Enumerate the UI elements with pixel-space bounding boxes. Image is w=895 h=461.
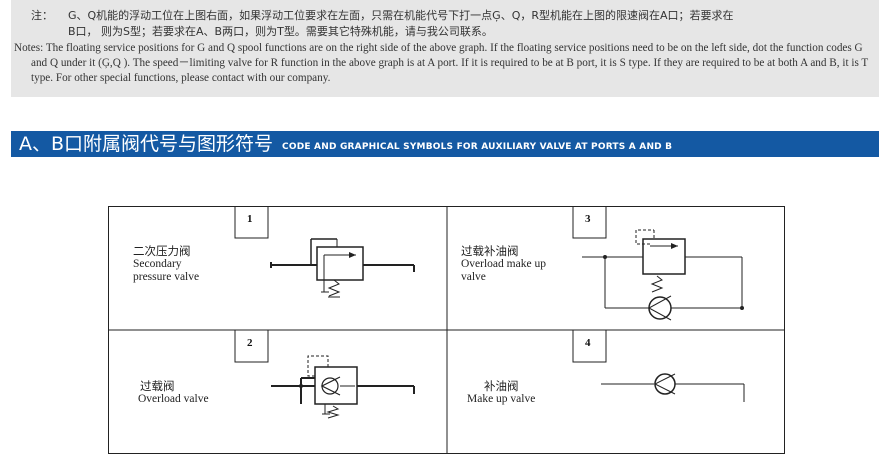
section-title-cn: A、B口附属阀代号与图形符号 bbox=[19, 133, 274, 155]
section-banner: A、B口附属阀代号与图形符号 CODE AND GRAPHICAL SYMBOL… bbox=[11, 131, 879, 157]
cell-3-number: 3 bbox=[585, 213, 591, 225]
cell-2-label-cn: 过载阀 bbox=[140, 379, 175, 393]
overload-valve-symbol bbox=[271, 355, 415, 419]
cell-3-numbox bbox=[572, 206, 607, 239]
notes-panel: 注： G、Q机能的浮动工位在上图右面，如果浮动工位要求在左面，只需在机能代号下打一… bbox=[11, 0, 879, 97]
cell-4-label: 补油阀 Make up valve bbox=[467, 380, 535, 406]
cell-1-label-en-1: Secondary bbox=[133, 258, 182, 270]
cell-2-number: 2 bbox=[247, 337, 253, 349]
cell-2-label-en-1: Overload valve bbox=[138, 393, 209, 405]
cell-4-number: 4 bbox=[585, 337, 591, 349]
notes-en-label: Notes: bbox=[14, 42, 44, 54]
makeup-valve-symbol bbox=[601, 373, 745, 402]
overload-makeup-valve-symbol bbox=[582, 229, 744, 321]
cell-4-label-cn: 补油阀 bbox=[484, 379, 519, 393]
notes-en-text: The floating service positions for G and… bbox=[31, 42, 869, 84]
cell-1-label-en-2: pressure valve bbox=[133, 271, 200, 283]
cell-3-label-en-2: valve bbox=[461, 271, 486, 283]
notes-cn-line1: 注： G、Q机能的浮动工位在上图右面，如果浮动工位要求在左面，只需在机能代号下打一… bbox=[31, 8, 869, 24]
cell-2-numbox bbox=[234, 330, 269, 363]
notes-cn-label: 注： bbox=[31, 9, 53, 22]
cell-1-numbox bbox=[234, 206, 269, 239]
cell-1-label-cn: 二次压力阀 bbox=[133, 244, 191, 258]
notes-en: Notes: The floating service positions fo… bbox=[14, 41, 869, 86]
symbol-grid: 1 3 2 4 二次压力阀 Secondary pressure valve 过… bbox=[108, 206, 785, 454]
secondary-pressure-valve-symbol bbox=[270, 238, 415, 298]
cell-1-label: 二次压力阀 Secondary pressure valve bbox=[133, 245, 199, 284]
notes-cn-text1: G、Q机能的浮动工位在上图右面，如果浮动工位要求在左面，只需在机能代号下打一点Ģ… bbox=[68, 9, 734, 22]
cell-1-number: 1 bbox=[247, 213, 253, 225]
cell-2-label: 过载阀 Overload valve bbox=[138, 380, 209, 406]
notes-cn-line2: B口， 则为S型；若要求在A、B两口，则为T型。需要其它特殊机能，请与我公司联系… bbox=[68, 25, 493, 38]
cell-4-numbox bbox=[572, 330, 607, 363]
cell-3-label-cn: 过载补油阀 bbox=[461, 244, 519, 258]
cell-3-label: 过载补油阀 Overload make up valve bbox=[461, 245, 546, 284]
symbol-drawings bbox=[108, 206, 785, 454]
cell-3-label-en-1: Overload make up bbox=[461, 258, 546, 270]
section-title-en: CODE AND GRAPHICAL SYMBOLS FOR AUXILIARY… bbox=[282, 142, 673, 152]
cell-4-label-en-1: Make up valve bbox=[467, 393, 536, 405]
